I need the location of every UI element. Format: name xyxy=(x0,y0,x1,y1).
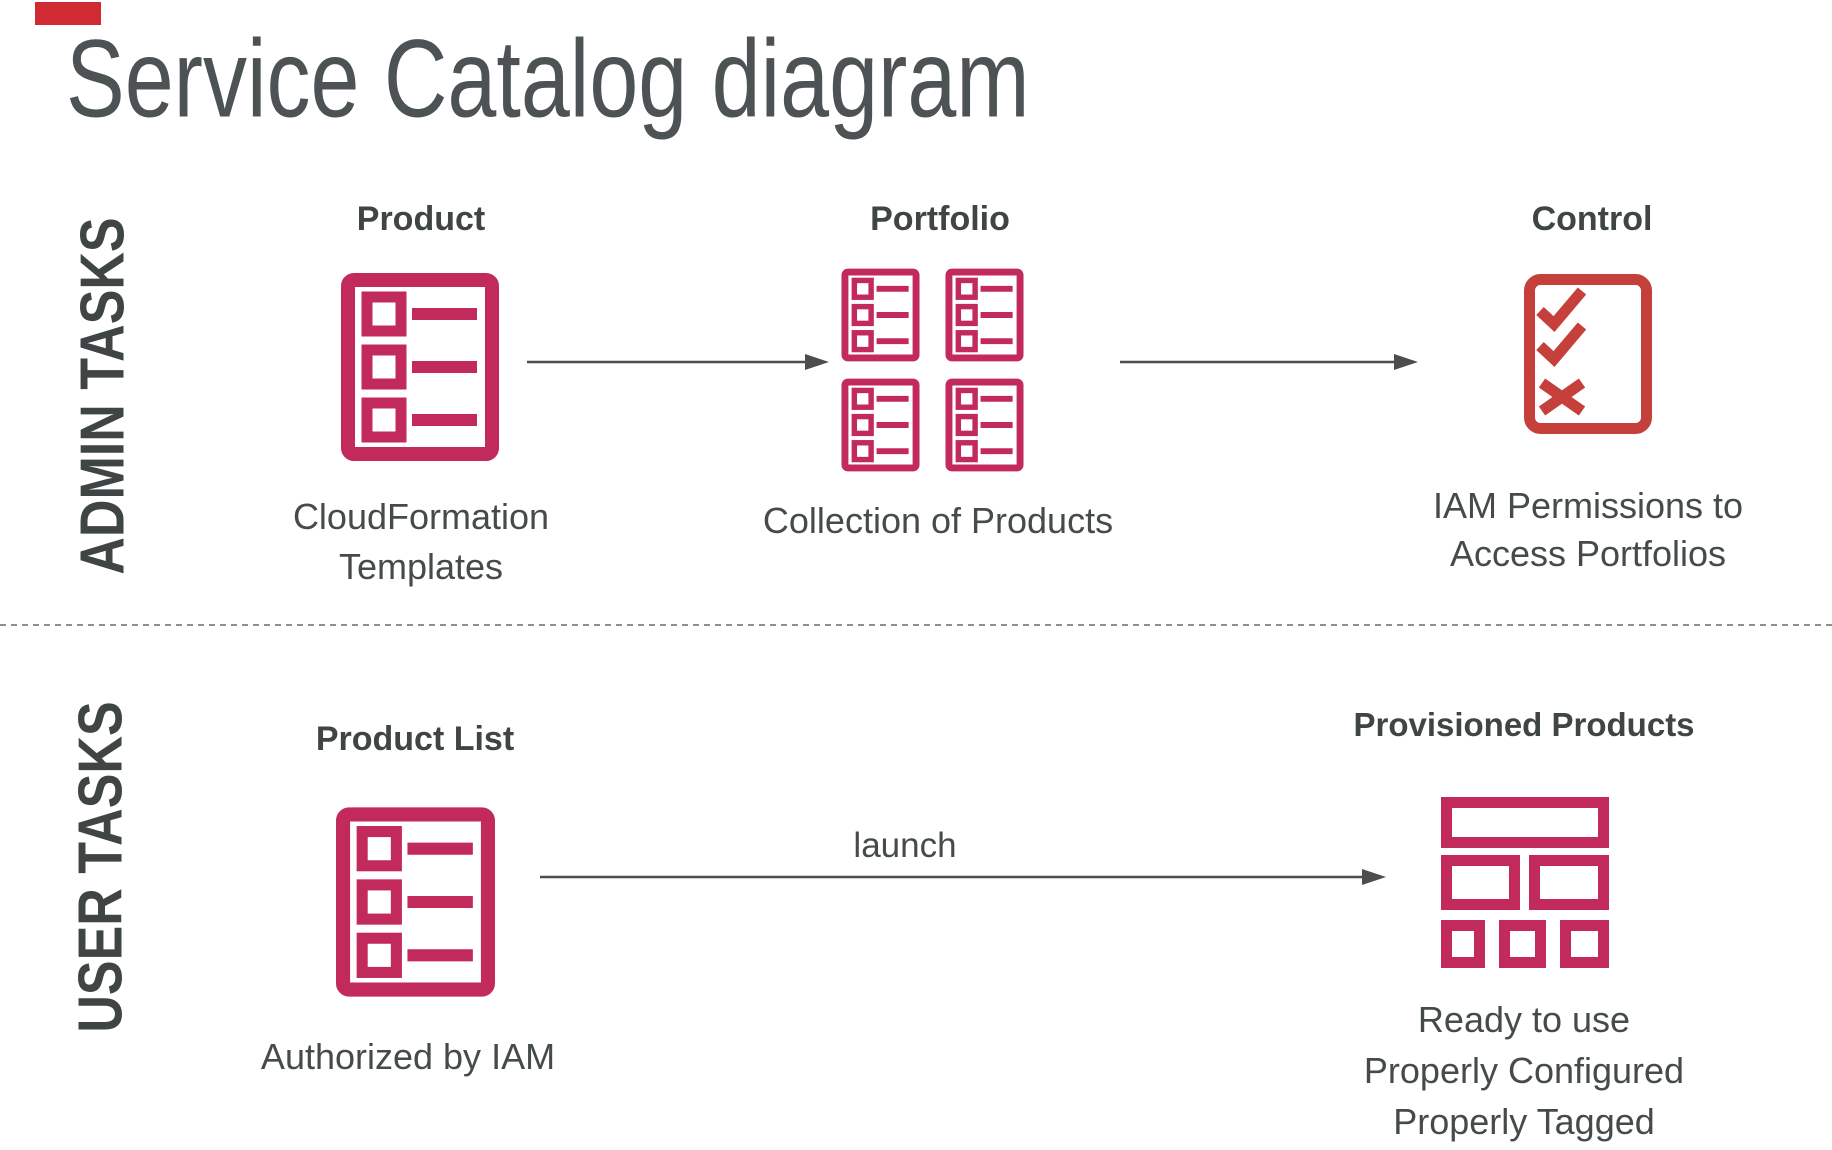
portfolio-caption: Collection of Products xyxy=(762,500,1114,541)
product-list-caption: Authorized by IAM xyxy=(260,1036,556,1077)
product-caption: CloudFormation Templates xyxy=(292,496,550,587)
user-tasks-section-label: USER TASKS xyxy=(66,701,136,1033)
portfolio-doc-icon xyxy=(945,268,1024,362)
provisioned-products-caption: Ready to use Properly Configured Properl… xyxy=(1363,999,1685,1142)
control-caption: IAM Permissions to Access Portfolios xyxy=(1432,485,1744,574)
launch-arrow-label: launch xyxy=(853,826,957,865)
control-checklist-icon xyxy=(1524,274,1652,434)
product-list-document-icon xyxy=(340,272,500,462)
arrow-launch-icon xyxy=(540,869,1386,885)
control-label: Control xyxy=(1531,200,1653,238)
section-divider xyxy=(0,624,1832,626)
arrow-product-to-portfolio-icon xyxy=(527,354,829,370)
product-list-document-icon xyxy=(335,798,496,1006)
provisioned-products-bricks-icon xyxy=(1441,797,1609,968)
red-corner-mark xyxy=(35,2,101,25)
page-title: Service Catalog diagram xyxy=(66,16,1030,141)
product-label: Product xyxy=(356,200,486,238)
product-list-label: Product List xyxy=(315,720,515,758)
admin-tasks-section-label: ADMIN TASKS xyxy=(68,217,138,575)
arrow-portfolio-to-control-icon xyxy=(1120,354,1418,370)
portfolio-label: Portfolio xyxy=(870,200,1010,238)
portfolio-doc-icon xyxy=(945,378,1024,472)
portfolio-doc-icon xyxy=(841,378,920,472)
portfolio-doc-icon xyxy=(841,268,920,362)
provisioned-products-label: Provisioned Products xyxy=(1353,706,1695,743)
